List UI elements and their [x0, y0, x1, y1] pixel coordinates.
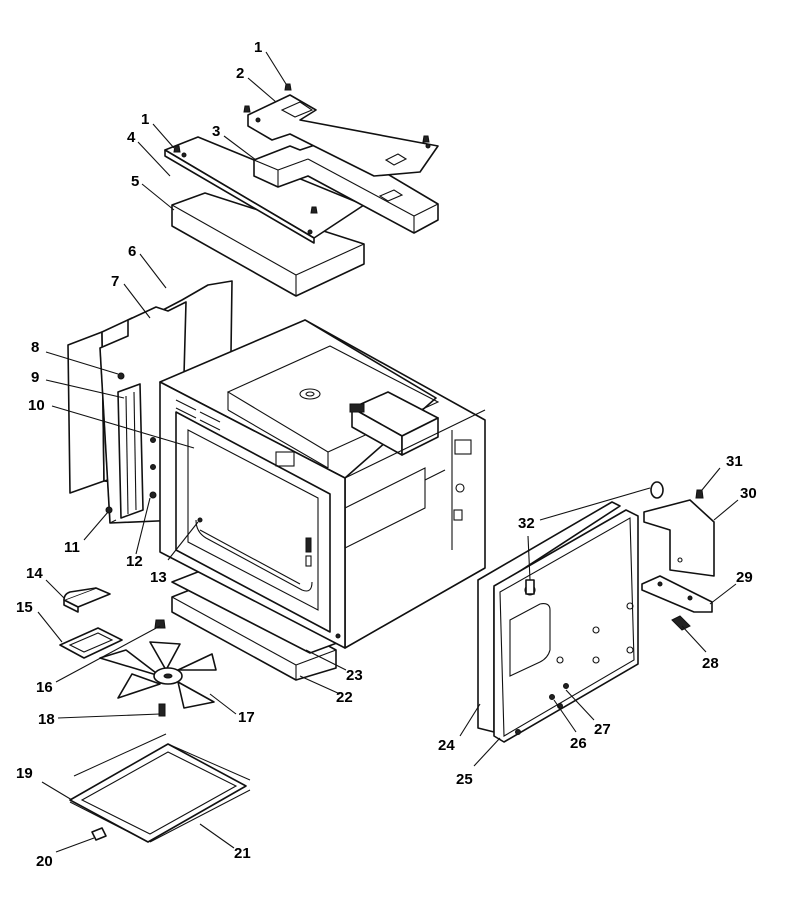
top-panel-2: [247, 94, 439, 177]
callout-labels: 1 2 1 3 4 5 6 7 8 9 10 11 12 13 14 15 16…: [16, 39, 757, 870]
callout-9: 9: [31, 369, 39, 386]
callout-5: 5: [131, 173, 139, 190]
oven-cavity-frame: [159, 319, 486, 649]
callout-10: 10: [28, 397, 45, 414]
callout-31: 31: [726, 453, 743, 470]
callout-1-top: 1: [254, 39, 262, 56]
side-bracket-9: [117, 383, 144, 519]
callout-14: 14: [26, 565, 43, 582]
side-panel-25: [493, 509, 639, 743]
callout-11: 11: [64, 539, 80, 556]
gasket-15: [59, 627, 123, 659]
callout-13: 13: [150, 569, 167, 586]
bracket-30: [643, 499, 715, 577]
clip-28: [671, 615, 691, 631]
callout-15: 15: [16, 599, 33, 616]
callout-24: 24: [438, 737, 455, 754]
screw-31: [695, 489, 704, 499]
callout-21: 21: [234, 845, 251, 862]
callout-17: 17: [238, 709, 255, 726]
callout-8: 8: [31, 339, 39, 356]
sensor-32: [525, 481, 664, 595]
callout-26: 26: [570, 735, 587, 752]
callout-4: 4: [127, 129, 136, 146]
callout-19: 19: [16, 765, 33, 782]
fan-blade-17: [99, 641, 217, 709]
callout-32: 32: [518, 515, 535, 532]
top-insulation-3: [253, 139, 439, 234]
callout-6: 6: [128, 243, 136, 260]
glass-panel-21: [69, 733, 251, 843]
callout-2: 2: [236, 65, 244, 82]
callout-18: 18: [38, 711, 55, 728]
callout-3: 3: [212, 123, 220, 140]
callout-25: 25: [456, 771, 473, 788]
callout-30: 30: [740, 485, 757, 502]
cover-14: [63, 587, 111, 613]
fasteners-26-27: [515, 683, 569, 735]
callout-27: 27: [594, 721, 611, 738]
callout-16: 16: [36, 679, 53, 696]
callout-22: 22: [336, 689, 353, 706]
callout-20: 20: [36, 853, 53, 870]
leader-lines: [37, 51, 739, 853]
nut-16: [154, 619, 166, 629]
clip-20: [91, 827, 107, 841]
callout-29: 29: [736, 569, 753, 586]
callout-1-left: 1: [141, 111, 149, 128]
callout-7: 7: [111, 273, 119, 290]
callout-28: 28: [702, 655, 719, 672]
shaft-18: [158, 703, 166, 717]
screws-1: [173, 83, 430, 214]
callout-23: 23: [346, 667, 363, 684]
top-insulation-5: [171, 192, 365, 297]
callout-12: 12: [126, 553, 143, 570]
hinge-29: [641, 575, 713, 613]
